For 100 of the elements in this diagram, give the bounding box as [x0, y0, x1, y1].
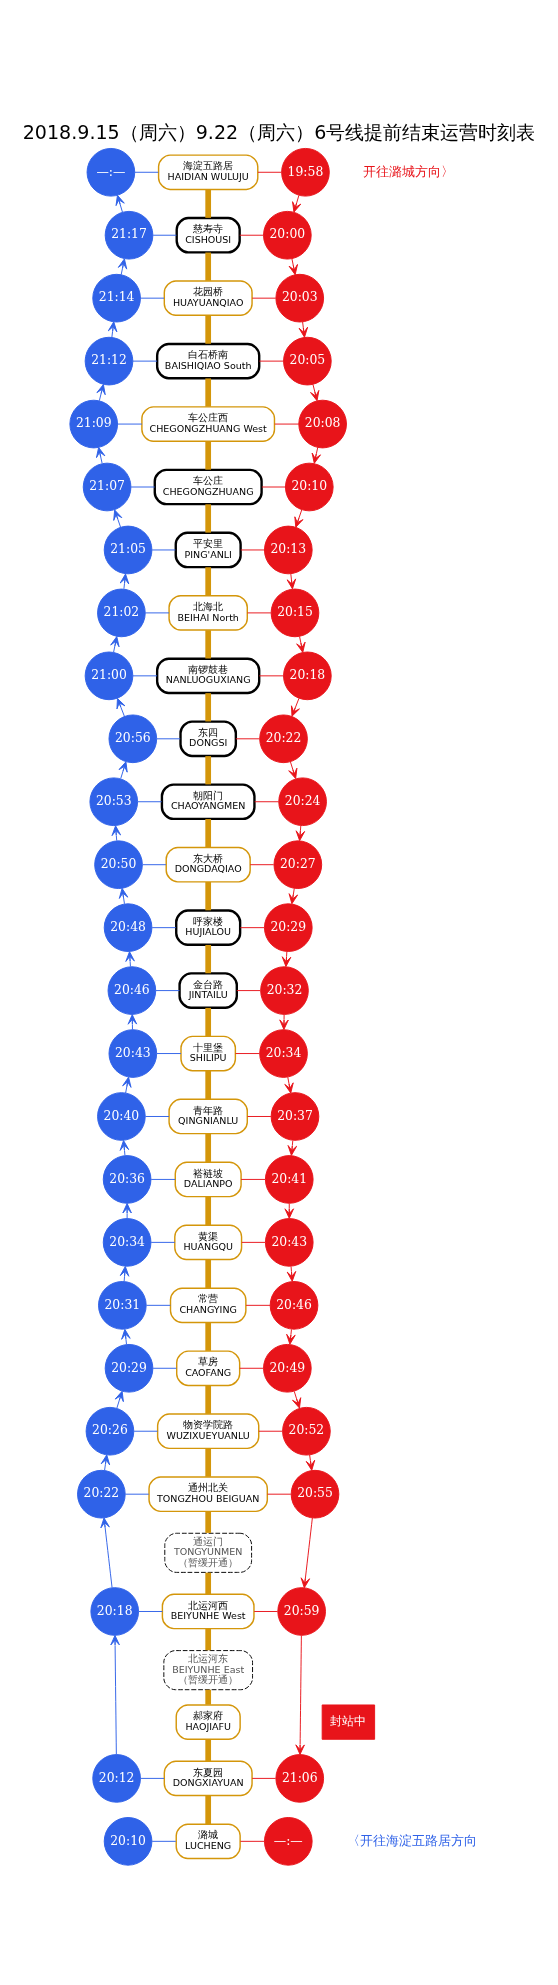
connector — [236, 990, 261, 992]
connector — [134, 171, 159, 173]
connector — [239, 1367, 264, 1369]
connector — [137, 801, 163, 803]
connector — [155, 990, 180, 992]
node-circle: 20:24 — [278, 777, 327, 827]
node-box: 常营 CHANGYING — [169, 1287, 247, 1324]
node-circle: 20:18 — [283, 651, 332, 701]
node-circle: 21:02 — [97, 588, 146, 638]
connector — [145, 1116, 170, 1117]
connector — [205, 1739, 212, 1762]
node-box: 平安里 PING'ANLI — [174, 531, 242, 569]
connector — [205, 630, 212, 659]
node-box: 青年路 QINGNIANLU — [168, 1098, 248, 1135]
arrow — [110, 636, 120, 653]
connector — [205, 504, 212, 533]
node-box: 呼家楼 HUJIALOU — [175, 909, 242, 946]
node-circle: 20:32 — [260, 966, 309, 1015]
node-box: 慈寿寺 CISHOUSI — [175, 216, 241, 254]
node-circle: 20:55 — [290, 1469, 340, 1519]
node-circle: 20:08 — [298, 399, 347, 449]
node-circle: 20:43 — [264, 1218, 314, 1267]
node-box: 东大桥 DONGDAQIAO — [165, 846, 251, 883]
node-circle: 21:09 — [69, 399, 119, 449]
node-box: 十里堡 SHILIPU — [180, 1035, 237, 1072]
connector — [240, 1178, 266, 1180]
node-circle: 20:29 — [104, 1343, 154, 1393]
label: 开往潞城方向〉 — [362, 163, 454, 179]
connector — [205, 944, 212, 974]
node-circle: 20:49 — [263, 1343, 312, 1393]
node-circle: 21:12 — [84, 336, 134, 386]
arrow — [122, 1203, 132, 1219]
node-circle: 20:10 — [284, 462, 334, 512]
node-circle: 20:52 — [282, 1406, 331, 1456]
node-circle: 20:03 — [275, 273, 325, 323]
node-circle: 21:06 — [275, 1754, 325, 1803]
node-circle: 20:05 — [283, 336, 332, 386]
connector — [205, 882, 212, 911]
connector — [205, 1133, 212, 1163]
arrow — [119, 1265, 130, 1282]
arrow — [117, 258, 128, 276]
node-circle: 20:26 — [85, 1406, 135, 1456]
connector — [156, 738, 181, 740]
node-box: 花园桥 HUAYUANQIAO — [163, 280, 253, 317]
arrow — [100, 1517, 113, 1589]
connector — [205, 1385, 212, 1414]
node-box: 通州北关 TONGZHOU BEIGUAN — [148, 1476, 269, 1513]
node-box: 潞城 LUCHENG — [175, 1823, 241, 1860]
connector — [205, 567, 212, 596]
connector — [239, 234, 264, 236]
node-circle: —:— — [264, 1817, 313, 1866]
connector — [266, 1493, 292, 1495]
arrow — [127, 1014, 138, 1030]
arrow — [300, 1517, 313, 1589]
connector — [257, 171, 282, 173]
connector — [205, 1322, 212, 1351]
arrow — [114, 1390, 124, 1409]
node-box: 车公庄西 CHEGONGZHUANG West — [141, 406, 276, 442]
node-circle: 20:10 — [103, 1817, 153, 1866]
connector — [251, 1777, 277, 1779]
connector — [205, 756, 212, 785]
connector — [247, 612, 272, 614]
label: 〈开往海淀五路居方向 — [347, 1832, 478, 1848]
arrow — [125, 951, 135, 967]
node-box: 朝阳门 CHAOYANGMEN — [160, 783, 256, 821]
arrow — [290, 698, 300, 717]
connector — [258, 360, 284, 362]
connector — [138, 1611, 163, 1612]
arrow — [288, 258, 298, 276]
connector — [150, 1241, 176, 1243]
connector — [205, 252, 212, 281]
connector — [205, 1259, 212, 1288]
connector — [125, 1493, 150, 1495]
node-box: 封站中 — [321, 1704, 376, 1740]
node-circle: 20:18 — [90, 1587, 140, 1636]
connector — [239, 1840, 265, 1842]
node-circle: 21:05 — [103, 525, 153, 575]
arrow — [286, 1328, 296, 1345]
arrow — [295, 1634, 305, 1755]
node-circle: 20:40 — [97, 1092, 146, 1141]
connector — [258, 1430, 283, 1432]
arrow — [295, 825, 306, 842]
node-circle: 20:31 — [98, 1281, 147, 1330]
connector — [140, 297, 165, 299]
node-circle: 20:50 — [94, 840, 143, 889]
connector — [247, 1116, 272, 1117]
arrow — [286, 1265, 297, 1282]
connector — [205, 1511, 212, 1533]
node-circle: 20:53 — [89, 777, 139, 827]
node-box: 东四 DONGSI — [179, 720, 238, 758]
connector — [249, 864, 275, 866]
connector — [205, 1628, 212, 1651]
connector — [150, 1178, 176, 1180]
connector — [253, 1611, 279, 1612]
connector — [274, 423, 300, 425]
connector — [156, 1053, 182, 1054]
node-box: 褡裢坡 DALIANPO — [174, 1161, 242, 1198]
arrow — [279, 1014, 289, 1030]
connector — [251, 297, 277, 299]
arrow — [292, 1390, 302, 1409]
